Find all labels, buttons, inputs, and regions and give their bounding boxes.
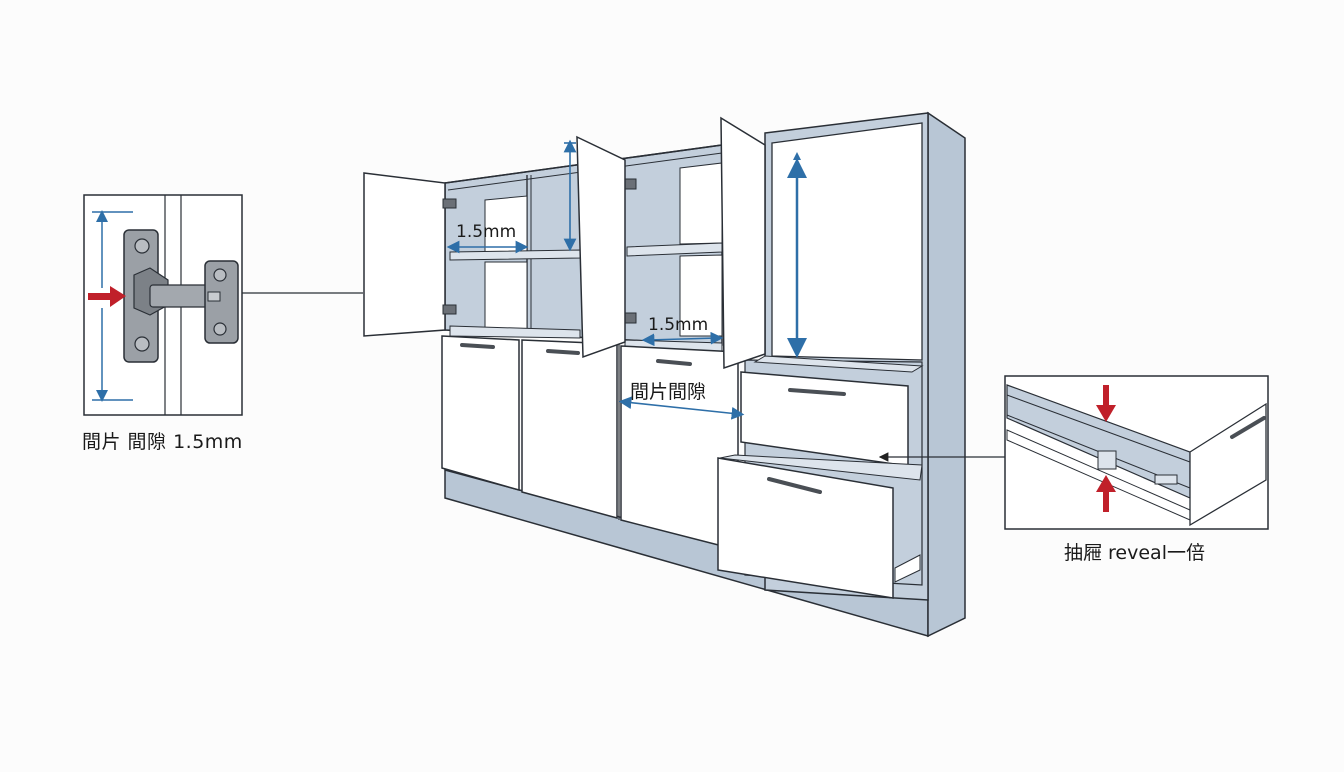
dimension-lines xyxy=(446,139,807,420)
drawer-slide-callout xyxy=(878,375,1269,530)
upper-left-gap-label: 1.5mm xyxy=(456,222,517,242)
red-arrow-icon xyxy=(88,286,126,307)
cabinet-assembly xyxy=(363,111,966,638)
base-door-2 xyxy=(521,339,618,519)
red-arrow-down-icon xyxy=(1096,385,1116,422)
door-gap-label: 間片間隙 xyxy=(630,381,707,403)
red-arrow-up-icon xyxy=(1096,475,1116,512)
upper-drawer xyxy=(740,355,924,467)
lower-drawer xyxy=(717,454,923,599)
hinge-callout xyxy=(83,194,363,416)
open-door-1 xyxy=(363,172,446,337)
open-door-3 xyxy=(720,116,766,370)
hinge-caption: 間片 間隙 1.5mm xyxy=(82,431,243,453)
base-door-1 xyxy=(441,335,520,491)
drawer-slide-icon xyxy=(1006,384,1267,527)
concealed-hinge-icon xyxy=(123,229,239,363)
upper-mid-gap-label: 1.5mm xyxy=(648,315,709,335)
drawer-slide-caption: 抽屜 reveal一倍 xyxy=(1064,542,1205,564)
open-door-2 xyxy=(576,135,626,359)
